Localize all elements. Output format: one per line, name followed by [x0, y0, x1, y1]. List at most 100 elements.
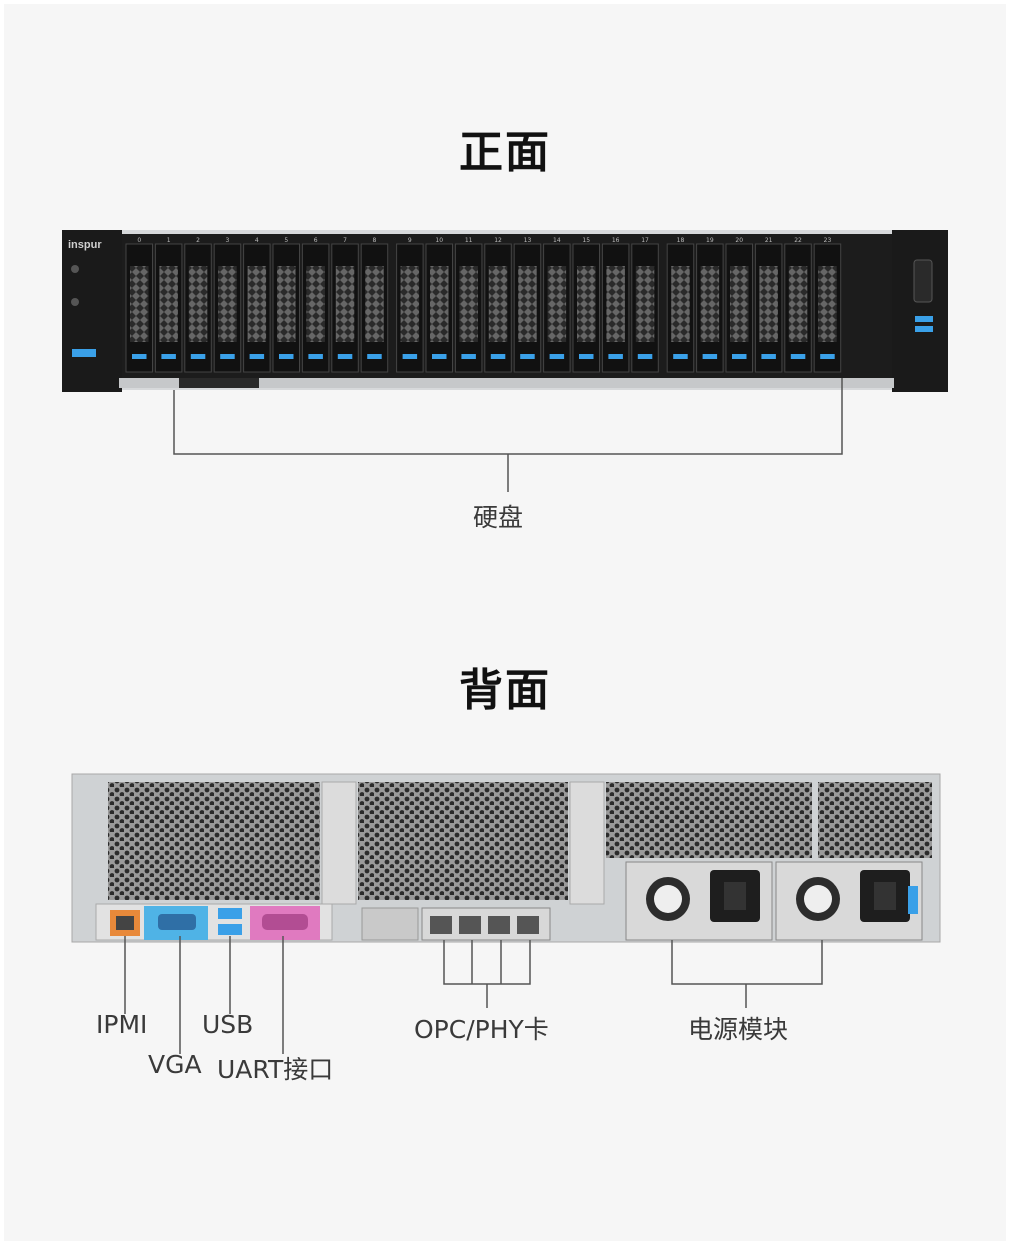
- drive-bay[interactable]: 15: [572, 237, 600, 373]
- drive-bay[interactable]: 23: [813, 237, 842, 373]
- drive-led-icon: [490, 354, 506, 359]
- drive-bay[interactable]: 20: [725, 237, 753, 373]
- drive-led-icon: [279, 354, 294, 359]
- drive-bay[interactable]: 19: [696, 237, 724, 373]
- drive-led-icon: [337, 354, 353, 359]
- vga-label: VGA: [148, 1050, 202, 1079]
- back-title: 背面: [459, 665, 551, 716]
- network-port-icon-2[interactable]: [459, 916, 481, 934]
- drive-number: 22: [794, 237, 802, 244]
- vent-panel-1: [108, 782, 320, 900]
- network-port-icon-3[interactable]: [488, 916, 510, 934]
- drive-led-icon: [608, 354, 623, 359]
- drive-led-icon: [790, 354, 806, 359]
- vent-panel-2: [358, 782, 568, 900]
- usb-port-icon-2[interactable]: [218, 924, 242, 935]
- drive-number: 9: [408, 237, 412, 244]
- drive-number: 6: [314, 237, 318, 244]
- drive-led-icon: [549, 354, 565, 359]
- drive-bay[interactable]: 22: [784, 237, 812, 373]
- front-usb-port-icon[interactable]: [915, 316, 933, 322]
- vga-port-icon[interactable]: [144, 906, 208, 940]
- drive-bay[interactable]: 13: [513, 237, 542, 373]
- drive-led-icon: [220, 354, 235, 359]
- drive-bay[interactable]: 12: [484, 237, 512, 373]
- drive-number: 3: [226, 237, 230, 244]
- drive-number: 5: [284, 237, 288, 244]
- drive-number: 8: [373, 237, 377, 244]
- uart-serial-port-icon[interactable]: [250, 906, 320, 940]
- drive-bay[interactable]: 10: [425, 237, 453, 373]
- front-usb-port-icon-2[interactable]: [915, 326, 933, 332]
- drive-number: 20: [735, 237, 743, 244]
- drive-number: 12: [494, 237, 502, 244]
- opc-phy-card: [421, 907, 551, 941]
- left-ear-handle: [72, 349, 96, 357]
- ipmi-port-icon[interactable]: [110, 910, 140, 936]
- network-port-icon-1[interactable]: [430, 916, 452, 934]
- network-port-icon-4[interactable]: [517, 916, 539, 934]
- drive-bay[interactable]: 14: [543, 237, 571, 373]
- drive-bay[interactable]: 5: [272, 237, 300, 373]
- drive-led-icon: [702, 354, 718, 359]
- drive-number: 17: [641, 237, 649, 244]
- drive-led-icon: [579, 354, 594, 359]
- drive-led-icon: [190, 354, 206, 359]
- drive-bay[interactable]: 6: [301, 237, 330, 373]
- drive-led-icon: [161, 354, 176, 359]
- drive-bay[interactable]: 21: [754, 237, 783, 373]
- drive-bay[interactable]: 0: [125, 237, 153, 373]
- drive-bay[interactable]: 2: [184, 237, 212, 373]
- drive-bay[interactable]: 4: [243, 237, 271, 373]
- drive-led-icon: [367, 354, 382, 359]
- drive-led-icon: [308, 354, 323, 359]
- vent-panel-3: [606, 782, 812, 858]
- psu-2-power-inlet-icon[interactable]: [860, 870, 910, 922]
- drive-led-icon: [461, 354, 476, 359]
- left-rack-ear: [62, 230, 122, 392]
- front-title: 正面: [459, 127, 551, 178]
- power-button-icon[interactable]: [71, 265, 79, 273]
- drive-number: 11: [465, 237, 473, 244]
- uart-label: UART接口: [217, 1055, 334, 1084]
- front-vga-port-icon[interactable]: [913, 259, 933, 303]
- drive-led-icon: [637, 354, 653, 359]
- drive-bay[interactable]: 3: [213, 237, 242, 373]
- drive-bay[interactable]: 9: [396, 237, 424, 373]
- drive-bay[interactable]: 18: [666, 237, 695, 373]
- drive-bay[interactable]: 8: [360, 237, 389, 373]
- drive-label: 硬盘: [473, 503, 524, 532]
- drive-bay[interactable]: 11: [454, 237, 483, 373]
- drive-led-icon: [432, 354, 447, 359]
- drive-led-icon: [673, 354, 688, 359]
- psu-label: 电源模块: [688, 1015, 789, 1044]
- drive-number: 15: [582, 237, 590, 244]
- drive-led-icon: [820, 354, 835, 359]
- ipmi-label: IPMI: [96, 1010, 148, 1039]
- chassis-rear: [71, 773, 941, 943]
- opc-phy-label: OPC/PHY卡: [414, 1015, 549, 1044]
- usb-label: USB: [202, 1010, 254, 1039]
- drive-number: 16: [612, 237, 620, 244]
- drive-number: 18: [677, 237, 685, 244]
- drive-bay[interactable]: 7: [331, 237, 359, 373]
- drive-bay[interactable]: 1: [154, 237, 183, 373]
- drive-number: 1: [167, 237, 171, 244]
- usb-port-icon-1[interactable]: [218, 908, 242, 919]
- drive-bay[interactable]: 17: [631, 237, 659, 373]
- right-rack-ear: [892, 230, 948, 392]
- drive-number: 2: [196, 237, 200, 244]
- psu-1-power-inlet-icon[interactable]: [710, 870, 760, 922]
- drive-led-icon: [249, 354, 265, 359]
- psu-2-fan-icon: [796, 877, 840, 921]
- brand-logo: inspur: [68, 239, 102, 251]
- drive-number: 10: [435, 237, 443, 244]
- id-button-icon[interactable]: [71, 298, 79, 306]
- psu-1: [625, 861, 773, 941]
- drive-bay[interactable]: 16: [601, 237, 630, 373]
- drive-number: 14: [553, 237, 561, 244]
- drive-led-icon: [761, 354, 776, 359]
